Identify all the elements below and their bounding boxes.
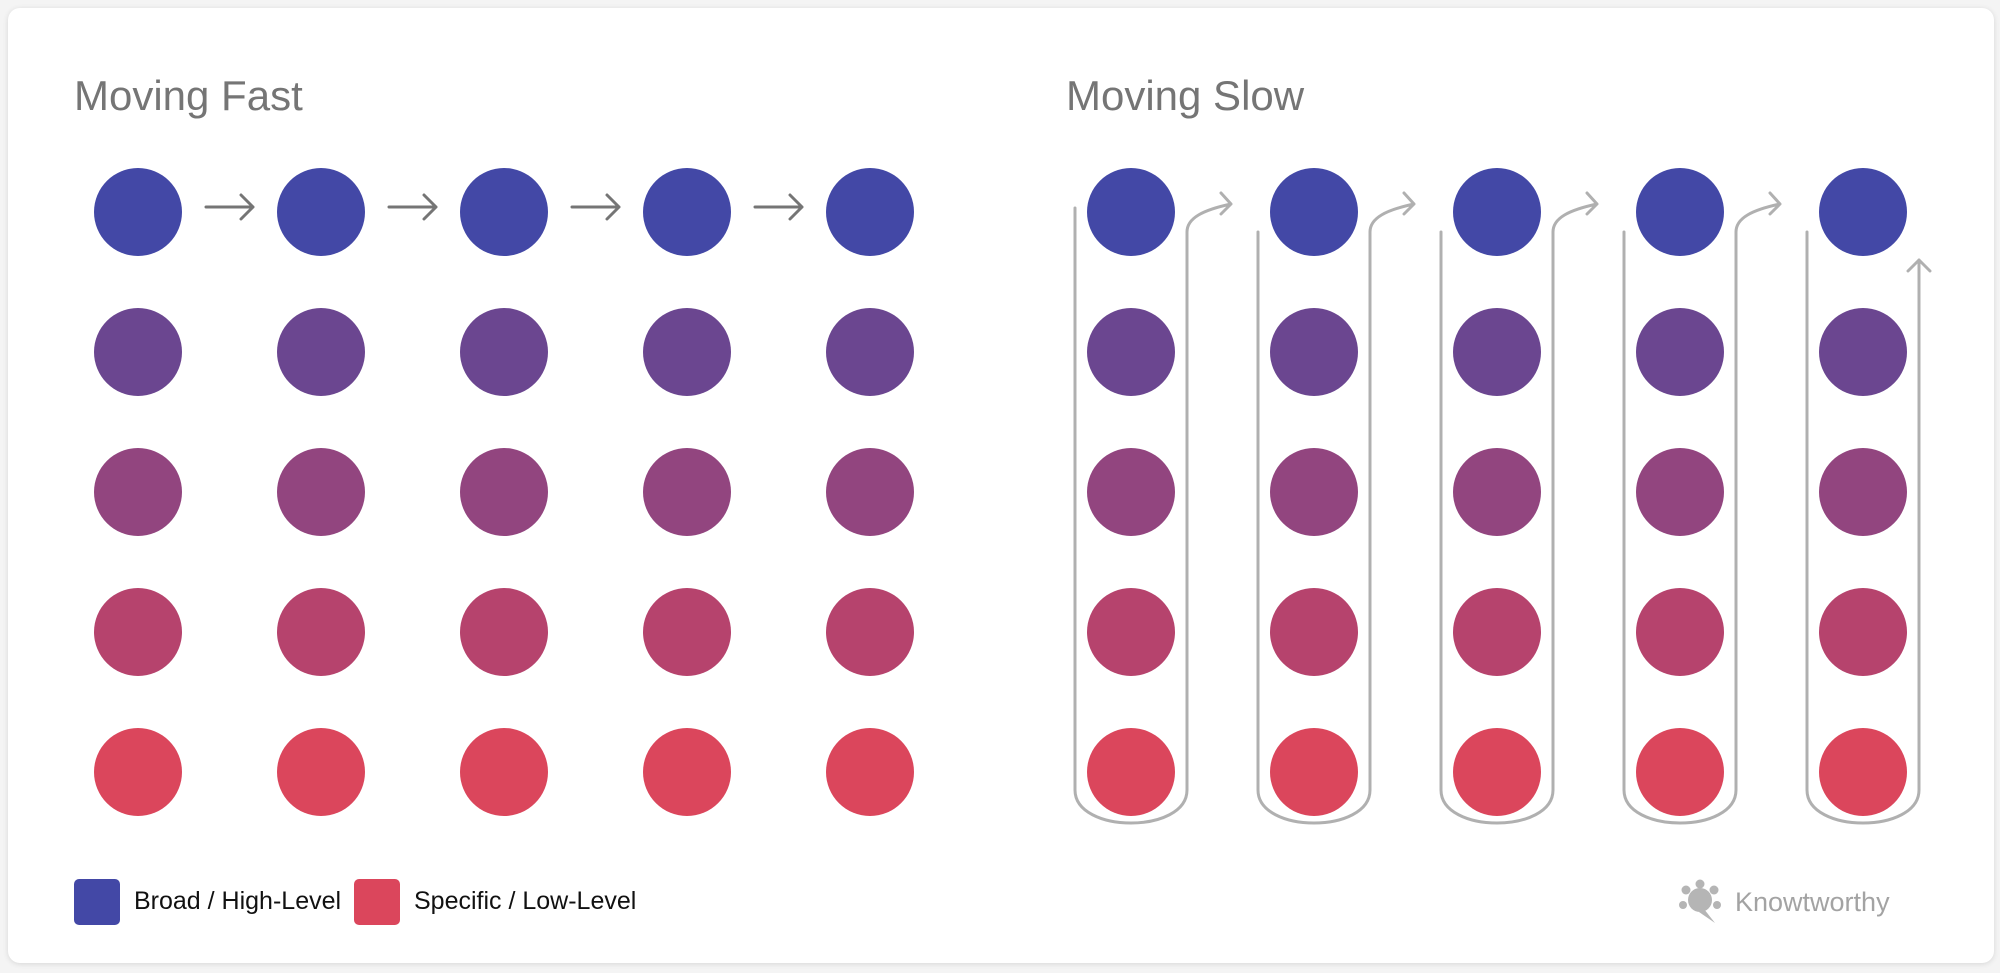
slow-dot-r4-c4 bbox=[1636, 588, 1724, 676]
moving-fast-panel bbox=[94, 168, 914, 816]
fast-dot-r4-c1 bbox=[94, 588, 182, 676]
slow-dot-r2-c2 bbox=[1270, 308, 1358, 396]
brand-name: Knowtworthy bbox=[1735, 886, 1890, 917]
slow-dot-r1-c3 bbox=[1453, 168, 1541, 256]
slow-dot-r1-c5 bbox=[1819, 168, 1907, 256]
slow-dot-r4-c2 bbox=[1270, 588, 1358, 676]
fast-dot-r1-c3 bbox=[460, 168, 548, 256]
legend-label-specific: Specific / Low-Level bbox=[414, 887, 637, 915]
slow-dot-r2-c1 bbox=[1087, 308, 1175, 396]
slow-dot-r4-c3 bbox=[1453, 588, 1541, 676]
slow-dot-r5-c3 bbox=[1453, 728, 1541, 816]
fast-dot-r2-c4 bbox=[643, 308, 731, 396]
brand: Knowtworthy bbox=[1677, 878, 1890, 926]
fast-dot-r1-c1 bbox=[94, 168, 182, 256]
slow-dot-r5-c4 bbox=[1636, 728, 1724, 816]
slow-path-5 bbox=[1805, 230, 1932, 825]
fast-dot-r5-c1 bbox=[94, 728, 182, 816]
fast-dot-r1-c5 bbox=[826, 168, 914, 256]
slow-dot-r4-c5 bbox=[1819, 588, 1907, 676]
slow-dot-r3-c5 bbox=[1819, 448, 1907, 536]
moving-slow-title: Moving Slow bbox=[1066, 72, 1305, 119]
fast-dot-r5-c2 bbox=[277, 728, 365, 816]
broad-swatch bbox=[74, 878, 120, 925]
fast-dot-r3-c2 bbox=[277, 448, 365, 536]
fast-dot-r2-c1 bbox=[94, 308, 182, 396]
slow-dot-r3-c4 bbox=[1636, 448, 1724, 536]
slow-dot-r1-c1 bbox=[1087, 168, 1175, 256]
fast-dot-r4-c5 bbox=[826, 588, 914, 676]
slow-dot-r4-c1 bbox=[1087, 588, 1175, 676]
slow-dot-r2-c5 bbox=[1819, 308, 1907, 396]
legend-label-broad: Broad / High-Level bbox=[134, 887, 342, 915]
fast-dot-r3-c3 bbox=[460, 448, 548, 536]
slow-dot-r2-c4 bbox=[1636, 308, 1724, 396]
slow-path-3 bbox=[1439, 191, 1599, 825]
fast-dot-r5-c5 bbox=[826, 728, 914, 816]
slow-path-2 bbox=[1256, 191, 1416, 825]
fast-dot-r2-c2 bbox=[277, 308, 365, 396]
fast-arrow-4 bbox=[753, 193, 804, 221]
fast-arrow-2 bbox=[387, 193, 438, 221]
slow-path-1 bbox=[1073, 191, 1233, 825]
slow-path-4 bbox=[1622, 191, 1782, 825]
fast-dot-r5-c3 bbox=[460, 728, 548, 816]
slow-dot-r2-c3 bbox=[1453, 308, 1541, 396]
fast-arrow-1 bbox=[204, 193, 255, 221]
slow-dot-r5-c2 bbox=[1270, 728, 1358, 816]
slow-dot-r5-c1 bbox=[1087, 728, 1175, 816]
slow-dot-r3-c2 bbox=[1270, 448, 1358, 536]
slow-dot-r3-c1 bbox=[1087, 448, 1175, 536]
fast-dot-r4-c2 bbox=[277, 588, 365, 676]
fast-dot-r4-c3 bbox=[460, 588, 548, 676]
slow-dot-r1-c2 bbox=[1270, 168, 1358, 256]
fast-dot-r4-c4 bbox=[643, 588, 731, 676]
fast-dot-r5-c4 bbox=[643, 728, 731, 816]
fast-dot-r2-c5 bbox=[826, 308, 914, 396]
fast-dot-r3-c5 bbox=[826, 448, 914, 536]
fast-dot-r1-c4 bbox=[643, 168, 731, 256]
legend-item-specific: Specific / Low-Level bbox=[354, 878, 636, 925]
moving-slow-panel bbox=[1073, 168, 1932, 825]
fast-dot-r2-c3 bbox=[460, 308, 548, 396]
slow-dot-r5-c5 bbox=[1819, 728, 1907, 816]
legend-item-broad: Broad / High-Level bbox=[74, 878, 341, 925]
fast-arrow-3 bbox=[570, 193, 621, 221]
fast-dot-r1-c2 bbox=[277, 168, 365, 256]
knowtworthy-logo-icon bbox=[1679, 879, 1721, 923]
fast-dot-r3-c4 bbox=[643, 448, 731, 536]
moving-fast-title: Moving Fast bbox=[74, 72, 303, 119]
specific-swatch bbox=[354, 878, 400, 925]
slow-dot-r3-c3 bbox=[1453, 448, 1541, 536]
slow-dot-r1-c4 bbox=[1636, 168, 1724, 256]
fast-dot-r3-c1 bbox=[94, 448, 182, 536]
